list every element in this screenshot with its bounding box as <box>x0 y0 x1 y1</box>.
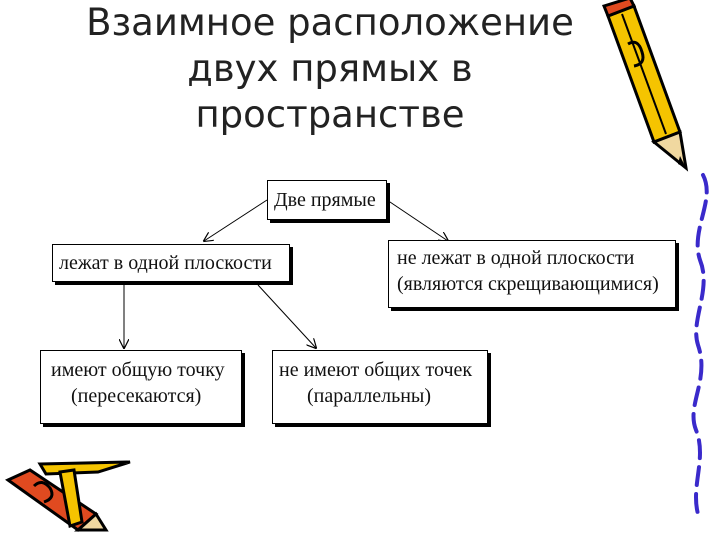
arrow-to-coplanar <box>204 199 268 241</box>
title-line-3: пространстве <box>195 93 465 136</box>
node-parallel: не имеют общих точек (параллельны) <box>272 350 488 424</box>
title-line-2: двух прямых в <box>187 47 473 90</box>
node-coplanar: лежат в одной плоскости <box>52 244 290 282</box>
node-coplanar-label: лежат в одной плоскости <box>59 252 272 274</box>
node-intersect-line-2: (пересекаются) <box>71 385 202 407</box>
title-line-1: Взаимное расположение <box>86 1 574 44</box>
page-title: Взаимное расположение двух прямых в прос… <box>60 0 600 138</box>
node-parallel-line-1: не имеют общих точек <box>279 359 473 381</box>
node-skew-line-1: не лежат в одной плоскости <box>397 247 635 269</box>
node-intersect: имеют общую точку (пересекаются) <box>40 350 242 424</box>
node-skew: не лежат в одной плоскости (являются скр… <box>388 240 676 308</box>
node-two-lines-label: Две прямые <box>274 189 376 211</box>
arrow-to-parallel <box>257 284 316 348</box>
arrow-to-skew <box>386 199 448 241</box>
node-skew-line-2: (являются скрещивающимися) <box>397 273 659 295</box>
node-intersect-line-1: имеют общую точку <box>51 359 225 381</box>
node-parallel-line-2: (параллельны) <box>307 385 432 407</box>
node-two-lines: Две прямые <box>267 180 387 220</box>
